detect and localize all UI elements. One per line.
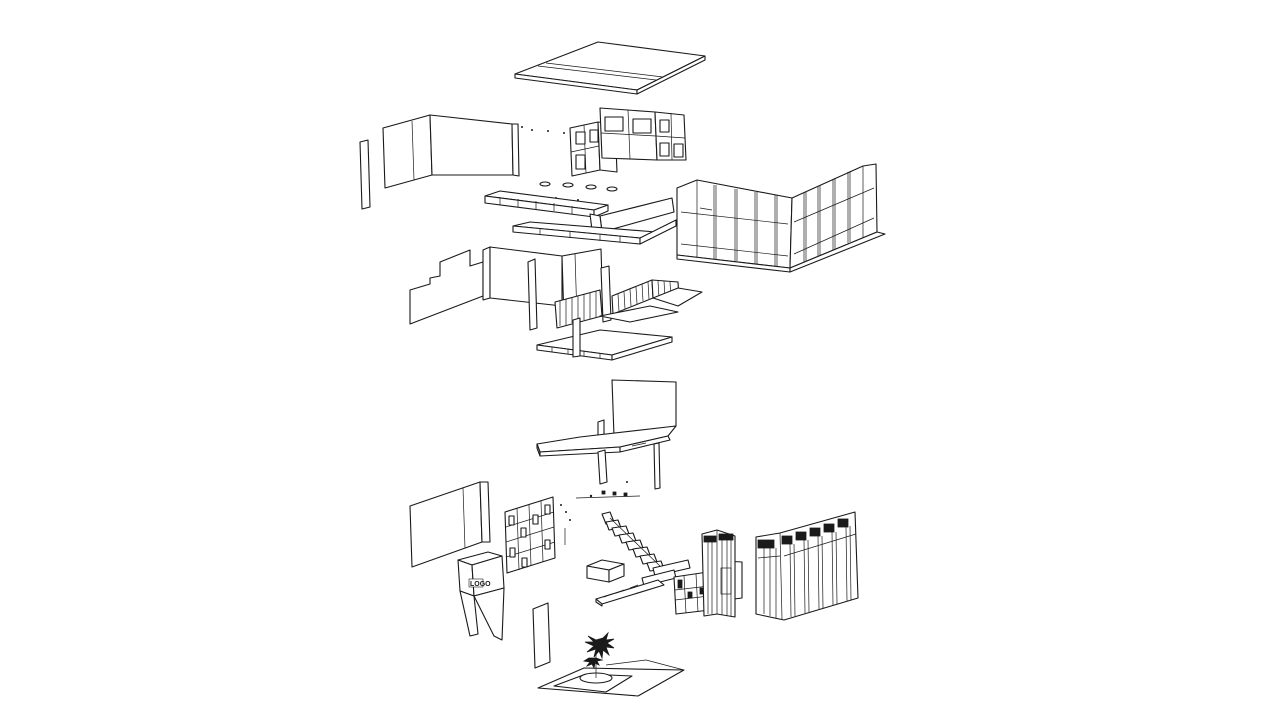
middle-level-stair — [554, 279, 703, 329]
lower-left-wall — [409, 481, 491, 568]
lower-entrance-facade — [701, 529, 736, 618]
lower-bookshelf — [504, 496, 571, 574]
upper-shelving-unit — [569, 107, 687, 177]
reception-desk: LOGO — [457, 551, 505, 641]
roof-slab — [514, 41, 706, 95]
lower-bench-and-counter — [586, 559, 665, 607]
lower-freestanding-panel — [532, 602, 551, 669]
ground-slab-with-tree — [537, 631, 685, 697]
mezzanine-partition — [536, 379, 677, 490]
lower-stair — [601, 511, 691, 587]
upper-glazed-facade — [676, 163, 886, 273]
middle-floor-slab — [536, 317, 673, 361]
lower-corner-facade — [755, 511, 859, 621]
logo-label: LOGO — [470, 581, 491, 588]
middle-level-walls — [409, 246, 612, 331]
upper-floor-slab — [484, 190, 677, 245]
upper-left-wall — [359, 114, 520, 210]
lower-pendant-fixtures — [575, 481, 641, 499]
